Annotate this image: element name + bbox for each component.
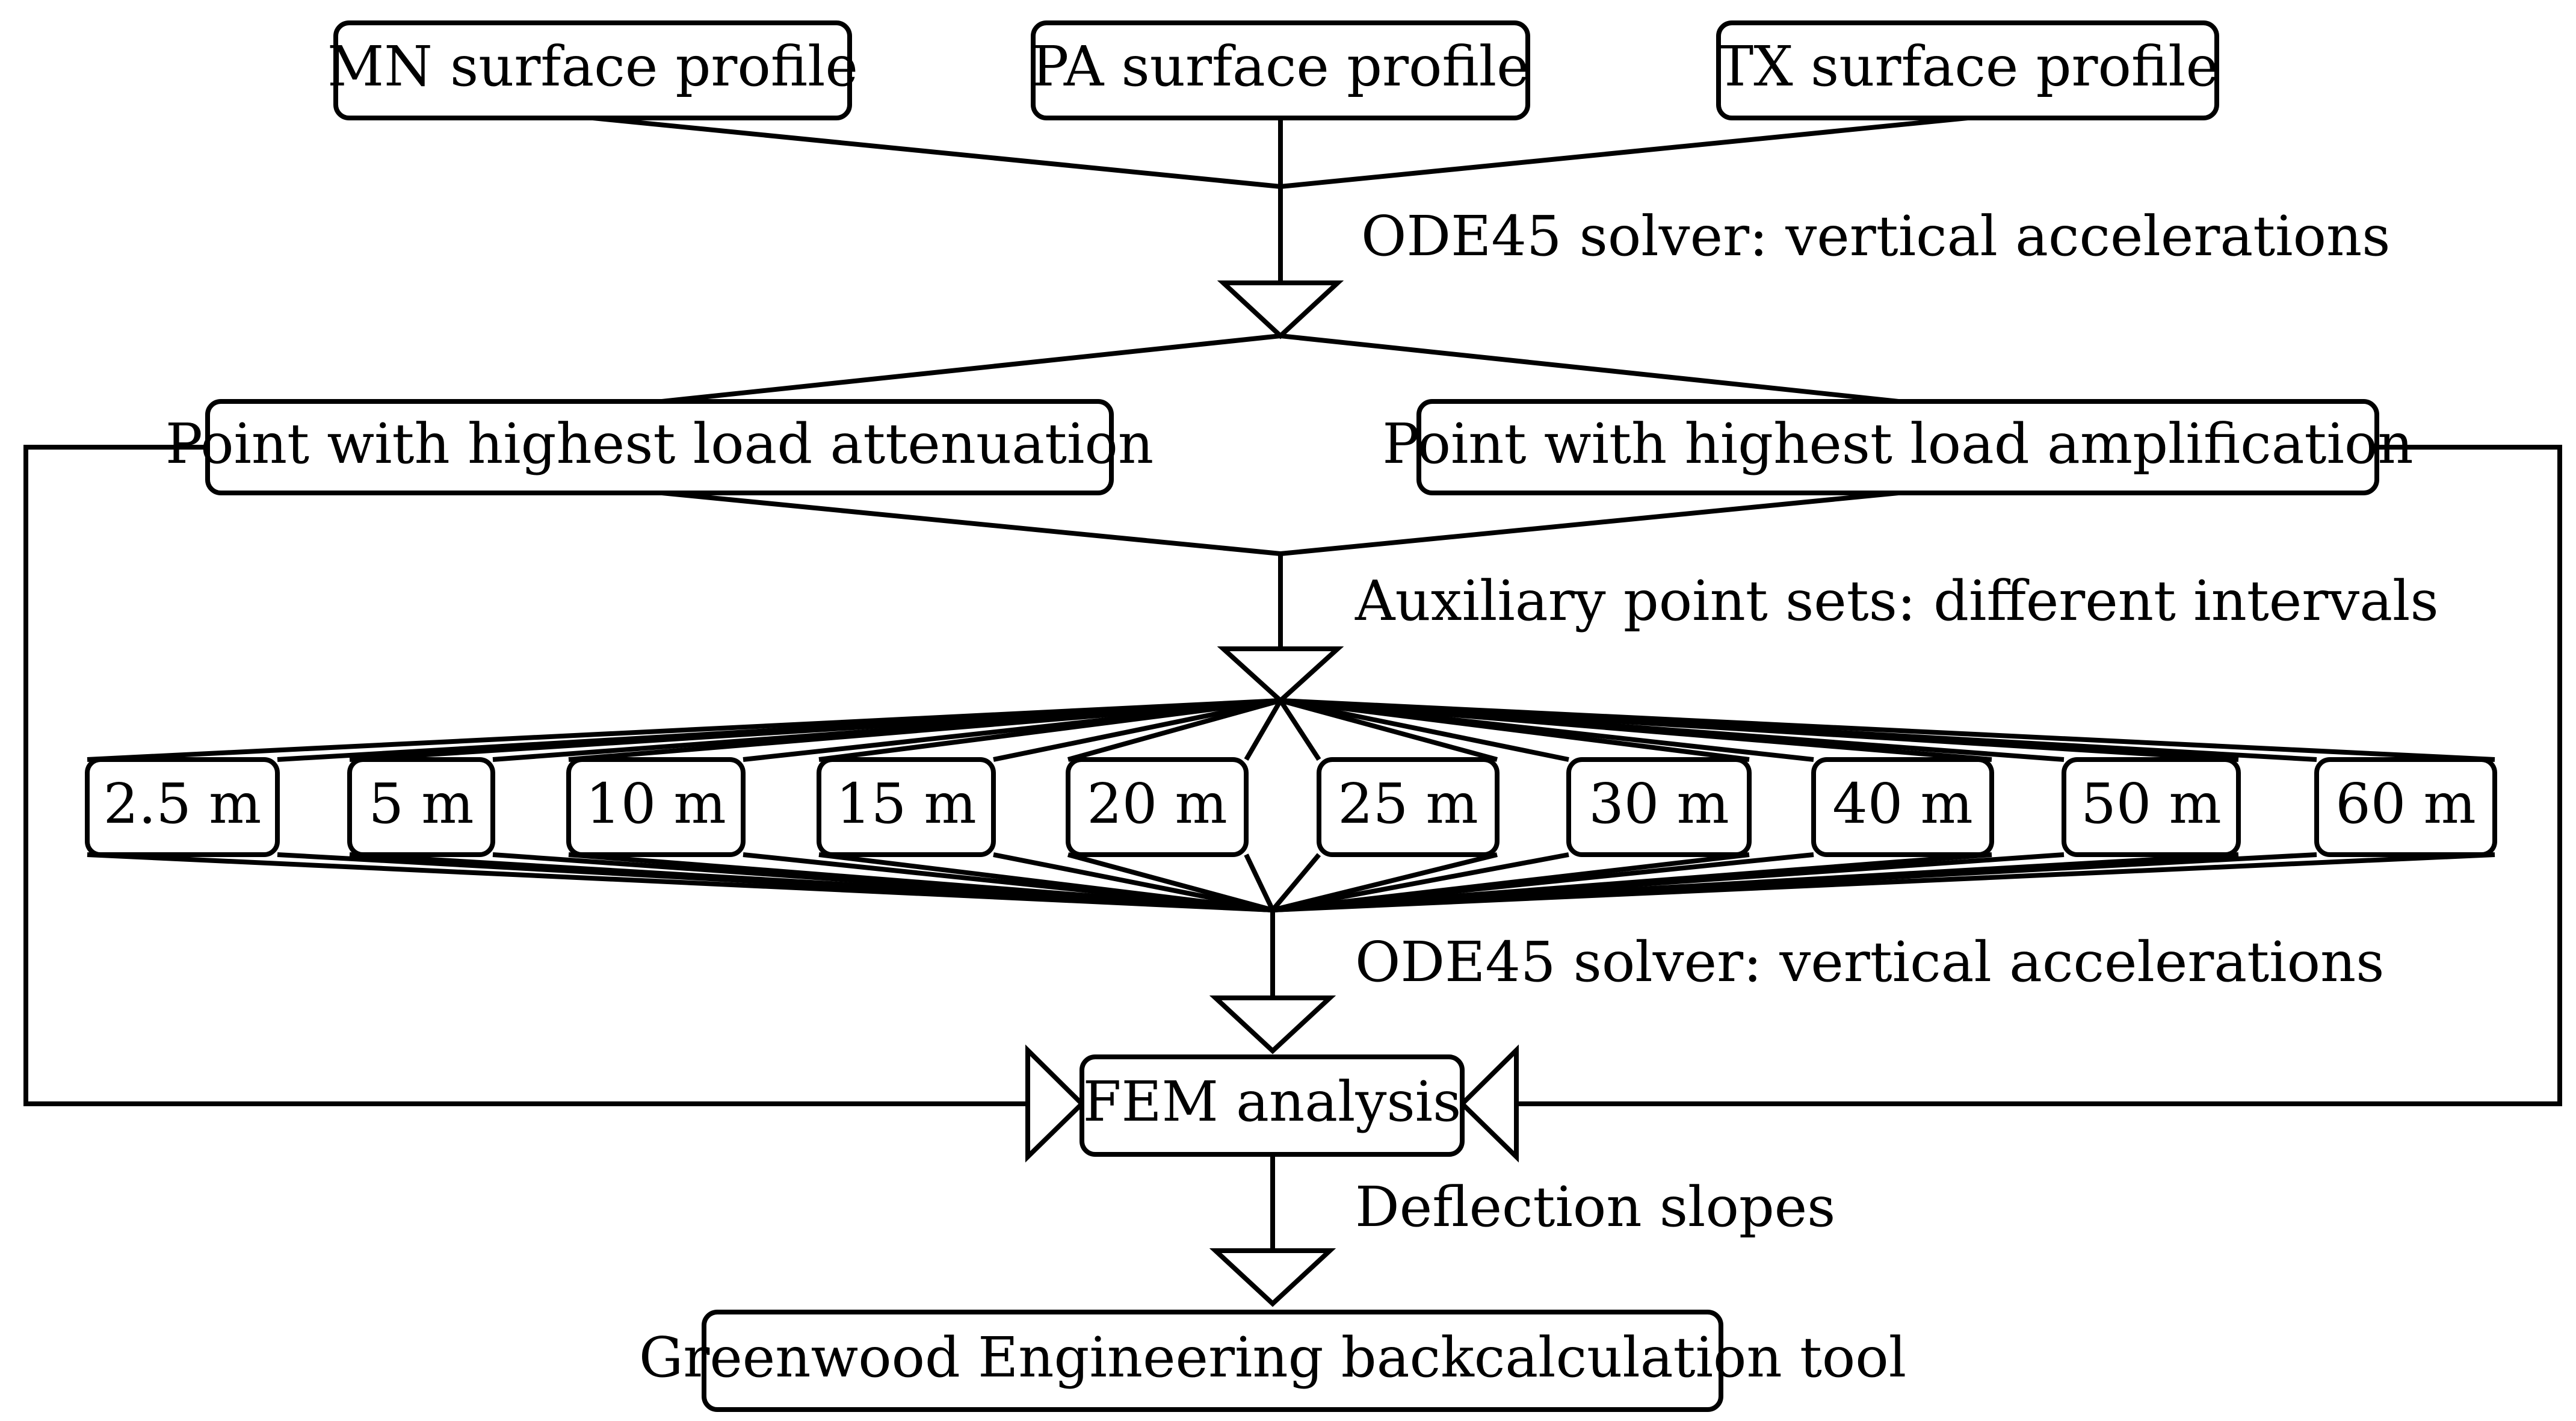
- edge-fanin-60-m-right: [1272, 852, 2495, 912]
- node-backcalculation-tool: Greenwood Engineering backcalculation to…: [639, 1310, 1906, 1412]
- edge-fanout-30-m-left: [1280, 698, 1569, 762]
- connectors: [23, 116, 2562, 1251]
- edge-tx-to-merge: [1280, 116, 1968, 189]
- edge-attenuation-to-merge: [661, 491, 1281, 556]
- edge-attenuation-to-fem: [23, 445, 1028, 1106]
- edge-label-deflection-slopes: Deflection slopes: [1355, 1175, 1835, 1239]
- node-interval-15-m-label: 15 m: [836, 772, 977, 836]
- edge-fanout-60-m-right: [1280, 698, 2495, 762]
- arrowhead-left-fem: [1459, 1044, 1519, 1163]
- node-interval-60-m-label: 60 m: [2335, 772, 2476, 836]
- edge-amplification-to-merge: [1280, 491, 1899, 556]
- edge-fanin-25-m-left: [1270, 853, 1321, 912]
- edge-fanin-20-m-left: [1067, 852, 1274, 912]
- node-backcalculation-tool-label: Greenwood Engineering backcalculation to…: [639, 1325, 1906, 1390]
- node-tx-surface-profile-label: TX surface profile: [1717, 34, 2219, 99]
- edge-label-ode45-second: ODE45 solver: vertical accelerations: [1355, 930, 2384, 994]
- node-interval-5-m-label: 5 m: [368, 772, 474, 836]
- node-fem-analysis-label: FEM analysis: [1083, 1070, 1462, 1134]
- edge-fanout-25-m-left: [1278, 699, 1321, 761]
- edge-amplification-to-fem: [1516, 445, 2562, 1106]
- node-interval-40-m: 40 m: [1811, 757, 1994, 857]
- node-mn-surface-profile-label: MN surface profile: [327, 34, 858, 99]
- node-interval-10-m-label: 10 m: [585, 772, 726, 836]
- node-interval-20-m-label: 20 m: [1087, 772, 1228, 836]
- interval-boxes: 2.5 m 5 m 10 m 15 m 20 m 25 m 30 m 40 m 50 m 60 m: [85, 757, 2497, 857]
- node-interval-5-m: 5 m: [347, 757, 495, 857]
- node-pa-surface-profile-label: PA surface profile: [1031, 34, 1529, 99]
- edge-fanout-15-m-right: [993, 698, 1281, 762]
- arrowhead-down-4: [1209, 1248, 1336, 1307]
- node-interval-30-m-label: 30 m: [1589, 772, 1729, 836]
- edge-label-auxiliary-point-sets: Auxiliary point sets: different interval…: [1354, 569, 2439, 633]
- edge-fanout-40-m-left: [1280, 698, 1814, 762]
- node-interval-10-m: 10 m: [566, 757, 746, 857]
- edge-fanout-20-m-right: [1244, 699, 1283, 761]
- node-tx-surface-profile: TX surface profile: [1716, 20, 2219, 120]
- edge-arrow1-to-attenuation: [661, 333, 1281, 404]
- edge-fanin-20-m-right: [1244, 853, 1275, 911]
- edge-label-ode45-first: ODE45 solver: vertical accelerations: [1361, 204, 2390, 268]
- arrowhead-down-2: [1217, 646, 1344, 704]
- node-interval-50-m: 50 m: [2062, 757, 2241, 857]
- node-interval-40-m-label: 40 m: [1832, 772, 1973, 836]
- node-point-highest-attenuation: Point with highest load attenuation: [165, 399, 1154, 495]
- edge-fanin-15-m-left: [818, 852, 1273, 912]
- node-fem-analysis: FEM analysis: [1080, 1054, 1465, 1157]
- node-point-highest-amplification: Point with highest load amplification: [1382, 399, 2414, 495]
- node-point-highest-amplification-label: Point with highest load amplification: [1382, 412, 2413, 476]
- node-interval-60-m: 60 m: [2314, 757, 2497, 857]
- node-interval-50-m-label: 50 m: [2081, 772, 2222, 836]
- node-interval-20-m: 20 m: [1066, 757, 1249, 857]
- interval-fan-lines: [87, 698, 2495, 912]
- edge-arrow1-to-amplification: [1280, 333, 1899, 404]
- node-interval-30-m: 30 m: [1566, 757, 1752, 857]
- edge-fanout-10-m-left: [568, 698, 1281, 762]
- edge-fanout-20-m-left: [1067, 698, 1282, 762]
- node-pa-surface-profile: PA surface profile: [1031, 20, 1530, 120]
- edge-fanout-15-m-left: [818, 698, 1281, 762]
- arrowhead-down-1: [1217, 280, 1344, 339]
- edge-fanin-10-m-left: [568, 852, 1273, 912]
- node-mn-surface-profile: MN surface profile: [327, 20, 858, 120]
- edge-fanin-30-m-left: [1272, 852, 1569, 912]
- arrowhead-down-3: [1209, 995, 1336, 1054]
- node-interval-2-5-m: 2.5 m: [85, 757, 280, 857]
- node-interval-25-m-label: 25 m: [1338, 772, 1478, 836]
- node-interval-15-m: 15 m: [817, 757, 996, 857]
- node-point-highest-attenuation-label: Point with highest load attenuation: [165, 412, 1154, 476]
- node-interval-2-5-m-label: 2.5 m: [103, 772, 262, 836]
- edge-mn-to-merge: [592, 116, 1281, 189]
- edge-fanin-15-m-right: [993, 852, 1273, 912]
- node-interval-25-m: 25 m: [1317, 757, 1500, 857]
- arrowhead-right-fem: [1025, 1044, 1086, 1163]
